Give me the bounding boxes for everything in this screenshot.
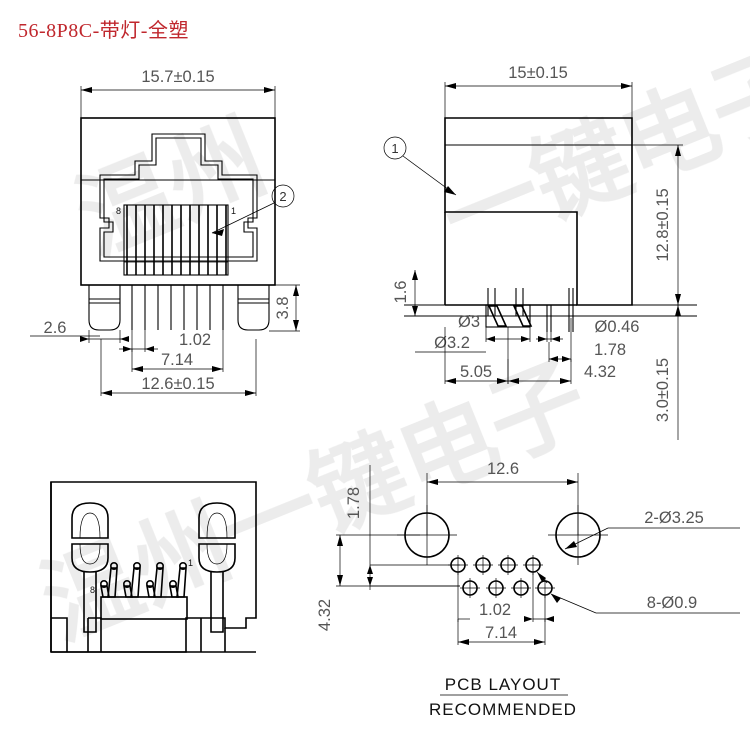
pcb-caption-line2: RECOMMENDED bbox=[429, 700, 577, 719]
dim-front-body-width: 12.6±0.15 bbox=[141, 375, 214, 393]
dim-pcb-hole-pitch: 1.02 bbox=[479, 601, 511, 619]
bottom-pin-label-8: 8 bbox=[90, 585, 95, 595]
pcb-pin-holes-upper bbox=[448, 555, 543, 575]
front-pin-label-1: 1 bbox=[231, 206, 236, 216]
dim-side-post-to-pin: 5.05 bbox=[460, 363, 492, 381]
pcb-dim-post-span: 12.6 bbox=[426, 460, 579, 535]
dim-pcb-post-holes: 2-Ø3.25 bbox=[644, 509, 704, 527]
front-dim-latch-offset: 2.6 bbox=[30, 319, 129, 343]
front-pin-label-8: 8 bbox=[116, 206, 121, 216]
side-dim-depth: 15±0.15 bbox=[444, 64, 633, 118]
pcb-pin-holes-lower bbox=[460, 578, 555, 598]
bottom-pins-row-upper bbox=[107, 561, 188, 598]
front-mounting-posts bbox=[88, 285, 270, 331]
svg-text:1: 1 bbox=[391, 141, 398, 156]
bottom-view: 8 1 bbox=[50, 481, 257, 653]
bottom-pin-label-1: 1 bbox=[188, 558, 193, 568]
side-dim-pin-to-edge: 4.32 bbox=[507, 359, 616, 384]
bottom-pins-row-lower bbox=[100, 579, 179, 598]
side-dim-post-to-pin: 5.05 bbox=[444, 327, 509, 384]
side-dim-pin-length: 3.0±0.15 bbox=[632, 304, 687, 440]
dim-side-pin-to-edge: 4.32 bbox=[584, 363, 616, 381]
front-dim-post-height: 3.8 bbox=[269, 284, 300, 332]
dim-front-overall-width: 15.7±0.15 bbox=[141, 68, 214, 86]
pcb-layout-view: 12.6 2-Ø3.25 bbox=[316, 460, 740, 719]
balloon-2: 2 bbox=[211, 184, 295, 236]
pcb-leader-post-holes: 2-Ø3.25 bbox=[564, 509, 740, 550]
balloon-1: 1 bbox=[383, 136, 457, 196]
dim-side-pin-row-offset: 1.78 bbox=[594, 341, 626, 359]
dim-side-post-dia: Ø3 bbox=[458, 313, 480, 331]
front-dim-pin-span: 7.14 bbox=[131, 330, 224, 372]
svg-text:2: 2 bbox=[279, 189, 286, 204]
side-dim-post-dia: Ø3 bbox=[458, 313, 531, 342]
dim-front-pin-pitch: 1.02 bbox=[179, 331, 211, 349]
dim-pcb-pin-holes: 8-Ø0.9 bbox=[647, 594, 697, 612]
front-contacts bbox=[123, 204, 229, 276]
front-dim-body-width: 12.6±0.15 bbox=[100, 339, 257, 396]
front-legs bbox=[131, 285, 224, 330]
side-dim-pin-dia: Ø0.46 bbox=[536, 318, 639, 342]
dim-front-pin-span: 7.14 bbox=[161, 351, 193, 369]
dim-side-depth: 15±0.15 bbox=[508, 64, 568, 82]
side-dim-pin-row-offset: 1.78 bbox=[548, 318, 626, 362]
side-dim-post-dia-large: Ø3.2 bbox=[415, 334, 486, 353]
side-mounting-posts bbox=[485, 288, 533, 328]
dim-side-pin-length: 3.0±0.15 bbox=[654, 358, 672, 422]
dim-side-pin-dia: Ø0.46 bbox=[595, 318, 640, 336]
pcb-dim-hole-pitch: 1.02 bbox=[457, 572, 554, 622]
dim-side-height: 12.8±0.15 bbox=[654, 188, 672, 261]
dim-pcb-hole-span: 7.14 bbox=[485, 624, 517, 642]
side-dim-standoff: 1.6 bbox=[392, 270, 418, 316]
bottom-mounting-post-left bbox=[71, 502, 109, 633]
dim-front-post-height: 3.8 bbox=[274, 297, 292, 320]
bottom-mounting-post-right bbox=[198, 502, 236, 633]
pcb-leader-pin-holes: 8-Ø0.9 bbox=[536, 571, 740, 614]
pcb-caption-line1: PCB LAYOUT bbox=[445, 675, 561, 694]
watermark: 温州 一键电子 温州一键电子 bbox=[27, 29, 750, 662]
svg-text:一键电子: 一键电子 bbox=[427, 29, 750, 277]
pcb-caption: PCB LAYOUT RECOMMENDED bbox=[429, 675, 577, 719]
page-title: 56-8P8C-带灯-全塑 bbox=[18, 20, 189, 42]
rj45-opening-profile bbox=[99, 133, 258, 262]
pcb-dim-post-to-row: 4.32 bbox=[316, 534, 460, 631]
dim-pcb-post-span: 12.6 bbox=[487, 460, 519, 478]
dim-front-latch-offset: 2.6 bbox=[44, 319, 67, 337]
dim-side-post-dia-large: Ø3.2 bbox=[434, 334, 470, 352]
dim-pcb-post-to-row: 4.32 bbox=[316, 599, 334, 631]
front-dim-overall-width: 15.7±0.15 bbox=[80, 68, 276, 118]
front-dim-pin-pitch: 1.02 bbox=[119, 330, 211, 352]
side-view: 15±0.15 1 bbox=[383, 64, 697, 440]
dim-pcb-row-spacing: 1.78 bbox=[345, 487, 363, 519]
svg-text:温州一键电子: 温州一键电子 bbox=[27, 342, 603, 662]
pcb-dim-hole-span: 7.14 bbox=[457, 619, 546, 645]
dim-side-standoff: 1.6 bbox=[392, 281, 410, 304]
front-view: 15.7±0.15 bbox=[30, 68, 300, 396]
